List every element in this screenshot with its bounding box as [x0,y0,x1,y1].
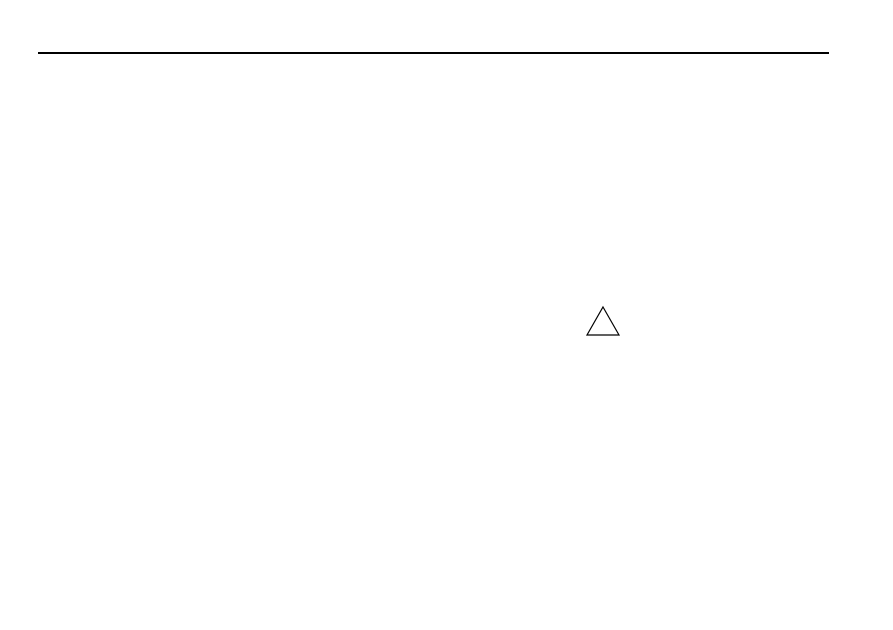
triangle-icon [585,305,621,337]
header-rule [38,52,829,54]
